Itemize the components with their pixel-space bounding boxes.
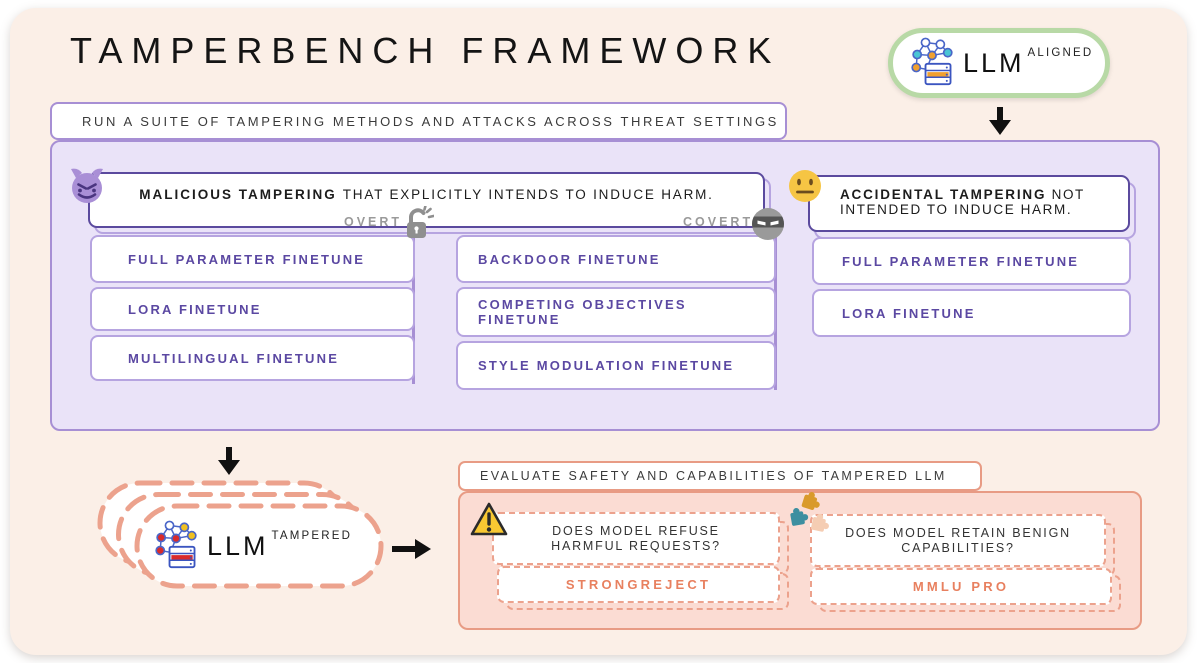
accidental-header-rest: NOT INTENDED TO INDUCE HARM.	[840, 187, 1085, 217]
method-box-covert-0: BACKDOOR FINETUNE	[456, 235, 776, 283]
safety-benchmark-box: STRONGREJECT	[497, 566, 780, 603]
accidental-header-bold: ACCIDENTAL TAMPERING	[840, 187, 1047, 202]
purple-devil-emoji	[67, 166, 107, 211]
overt-label: OVERT	[344, 215, 403, 229]
method-box-accidental-0: FULL PARAMETER FINETUNE	[812, 237, 1131, 285]
malicious-header: MALICIOUS TAMPERING THAT EXPLICITLY INTE…	[88, 172, 765, 228]
method-box-overt-2: MULTILINGUAL FINETUNE	[90, 335, 415, 381]
covert-label: COVERT	[683, 215, 754, 229]
accidental-header: ACCIDENTAL TAMPERING NOT INTENDED TO IND…	[808, 175, 1130, 232]
arrow-down-icon	[989, 106, 1011, 141]
open-padlock-icon	[402, 205, 435, 247]
warning-triangle-icon	[469, 501, 509, 544]
llm-network-server-tampered-icon	[153, 519, 199, 574]
malicious-header-bold: MALICIOUS TAMPERING	[139, 186, 337, 202]
neutral-face-emoji	[787, 168, 823, 209]
ninja-face-icon	[751, 207, 785, 246]
arrow-right-icon	[392, 537, 432, 566]
method-box-covert-2: STYLE MODULATION FINETUNE	[456, 341, 776, 390]
llm-network-server-icon	[909, 36, 955, 91]
capabilities-benchmark-box: MMLU PRO	[810, 568, 1112, 605]
method-box-covert-1: COMPETING OBJECTIVES FINETUNE	[456, 287, 776, 337]
aligned-llm-label: LLM	[963, 47, 1025, 78]
puzzle-pieces-icon	[789, 491, 835, 542]
method-box-accidental-1: LORA FINETUNE	[812, 289, 1131, 337]
arrow-down-icon	[218, 446, 240, 481]
capabilities-question-box: DOES MODEL RETAIN BENIGN CAPABILITIES?	[810, 514, 1106, 567]
method-box-overt-0: FULL PARAMETER FINETUNE	[90, 235, 415, 283]
safety-question-box: DOES MODEL REFUSE HARMFUL REQUESTS?	[492, 512, 780, 565]
evaluation-header: EVALUATE SAFETY AND CAPABILITIES OF TAMP…	[458, 461, 982, 491]
malicious-header-rest: THAT EXPLICITLY INTENDS TO INDUCE HARM.	[342, 186, 714, 202]
run-suite-header: RUN A SUITE OF TAMPERING METHODS AND ATT…	[50, 102, 787, 140]
aligned-superscript: ALIGNED	[1027, 47, 1094, 59]
tampered-llm-label: LLM	[207, 530, 269, 561]
tampered-superscript: TAMPERED	[271, 530, 353, 542]
method-box-overt-1: LORA FINETUNE	[90, 287, 415, 331]
page-title: TAMPERBENCH FRAMEWORK	[70, 30, 781, 71]
